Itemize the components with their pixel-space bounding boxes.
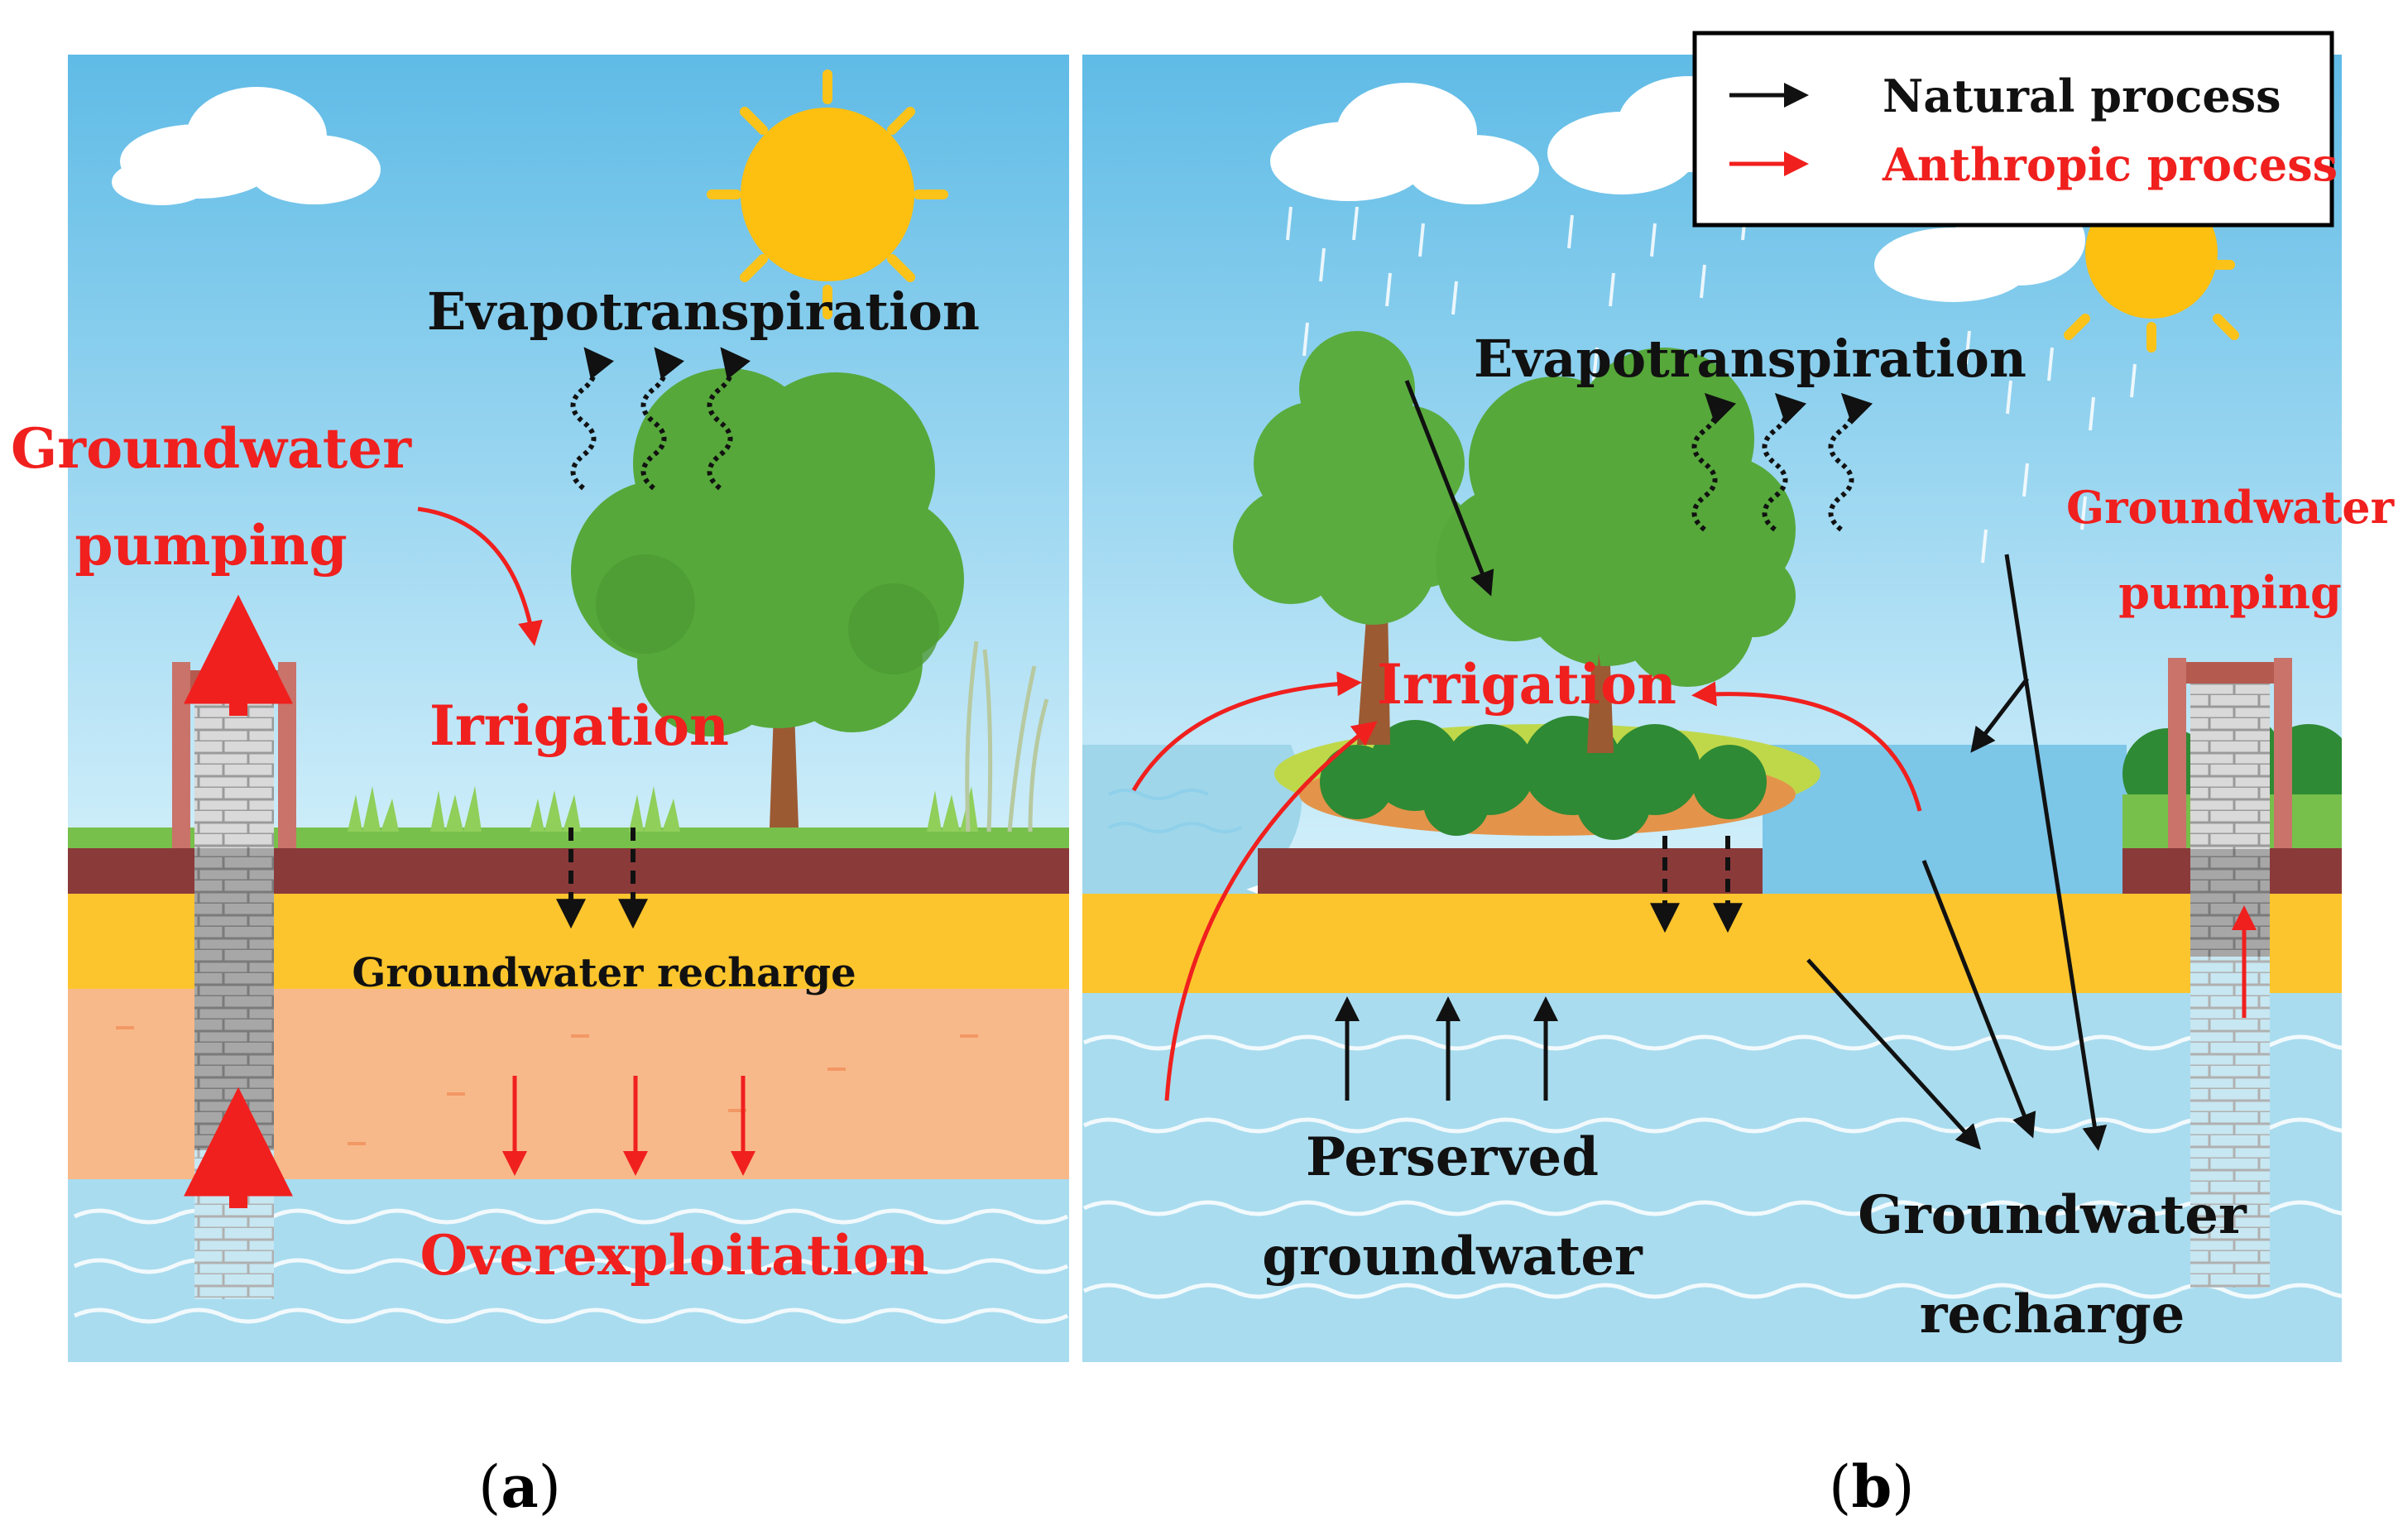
label-overexploitation: Overexploitation xyxy=(420,1223,928,1288)
sun-icon xyxy=(707,70,948,319)
legend-natural-label: Natural process xyxy=(1883,70,2281,122)
tree-right xyxy=(1436,348,1796,753)
caption-a: (a) xyxy=(478,1452,561,1521)
label-recharge-b-line1: Groundwater xyxy=(1858,1184,2247,1246)
label-groundwater-recharge-a: Groundwater recharge xyxy=(352,950,856,996)
cloud-icon xyxy=(112,87,381,205)
topsoil-layer xyxy=(1258,848,1763,894)
label-perserved-line1: Perserved xyxy=(1306,1126,1599,1188)
well xyxy=(2168,658,2292,1288)
sand-layer xyxy=(1082,894,2342,993)
panel-b xyxy=(1082,55,2342,1362)
tree xyxy=(571,368,964,828)
recharge-arrows xyxy=(1650,836,1743,933)
label-groundwater-pumping-b-line2: pumping xyxy=(2118,566,2341,619)
grass-tufts xyxy=(348,786,978,832)
shrubs xyxy=(1320,716,1767,840)
label-groundwater-pumping-b-line1: Groundwater xyxy=(2066,481,2395,534)
label-groundwater-pumping-a-line1: Groundwater xyxy=(11,416,412,481)
anthropic-arrows xyxy=(1131,671,2257,1101)
lake-waves xyxy=(1108,789,1242,833)
label-recharge-b-line2: recharge xyxy=(1920,1283,2185,1346)
anthropic-arrows xyxy=(184,506,755,1208)
label-evapotranspiration-b: Evapotranspiration xyxy=(1474,329,2026,389)
legend-anthropic-label: Anthropic process xyxy=(1882,138,2338,191)
label-perserved-line2: groundwater xyxy=(1262,1226,1643,1288)
panel-a xyxy=(68,55,1069,1362)
aquifer-layer xyxy=(1082,993,2342,1362)
recharge-arrows xyxy=(556,828,648,929)
evapotranspiration-arrows xyxy=(1691,392,1873,532)
rain xyxy=(1286,206,2137,564)
label-evapotranspiration-a: Evapotranspiration xyxy=(427,281,980,342)
legend: Natural process Anthropic process xyxy=(1692,31,2338,228)
label-irrigation-b: Irrigation xyxy=(1377,652,1676,717)
lake-right xyxy=(1763,745,2127,894)
label-irrigation-a: Irrigation xyxy=(429,693,729,758)
tree-left xyxy=(1233,331,1473,745)
reeds xyxy=(965,640,1049,832)
natural-arrows xyxy=(1335,380,2108,1151)
panel-divider xyxy=(1069,55,1082,1362)
label-groundwater-pumping-a-line2: pumping xyxy=(74,513,347,578)
caption-b: (b) xyxy=(1829,1452,1915,1521)
evapotranspiration-arrows xyxy=(570,347,751,491)
